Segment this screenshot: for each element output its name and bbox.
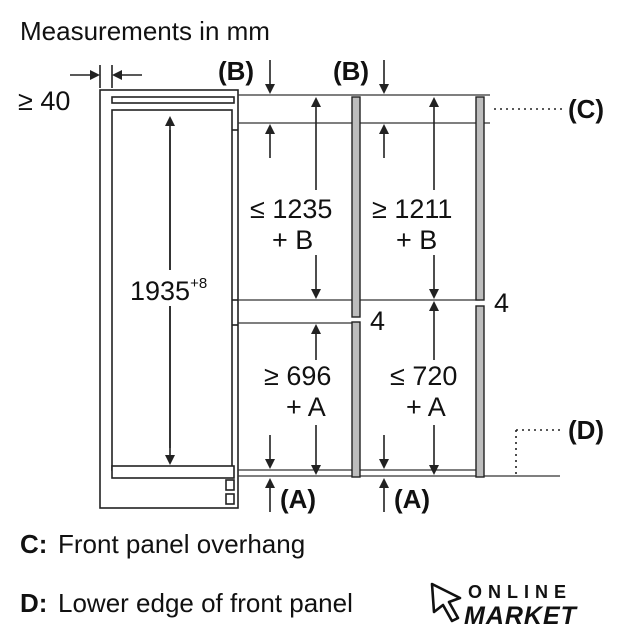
gap-right-label: 4 [494, 288, 509, 318]
legend-d-text: Lower edge of front panel [58, 588, 353, 618]
upper-right-label-1: ≥ 1211 [372, 194, 452, 224]
label-d: (D) [568, 415, 604, 445]
lower-left-label-1: ≥ 696 [264, 361, 331, 391]
lower-right-label-2: + A [406, 392, 446, 422]
lower-left-label-2: + A [286, 392, 326, 422]
total-height-label: 1935+8 [130, 275, 207, 306]
gap-left-label: 4 [370, 306, 385, 336]
upper-left-label-2: + B [272, 225, 313, 255]
min-gap-label: ≥ 40 [18, 86, 70, 116]
diagram-title: Measurements in mm [20, 16, 270, 46]
lower-right-label-1: ≤ 720 [390, 361, 457, 391]
top-gap-dimension [70, 65, 142, 88]
upper-right-label-2: + B [396, 225, 437, 255]
legend-c-key: C: [20, 529, 47, 559]
label-c: (C) [568, 94, 604, 124]
label-b-right: (B) [333, 56, 369, 86]
logo-line-1: ONLINE [468, 582, 572, 602]
label-a-right: (A) [394, 484, 430, 514]
logo-line-2: MARKET [464, 602, 579, 630]
upper-left-label-1: ≤ 1235 [250, 194, 332, 224]
b-arrows [265, 60, 389, 158]
cursor-logo-icon [430, 582, 462, 623]
a-arrows [265, 435, 389, 512]
legend-d-key: D: [20, 588, 47, 618]
d-leader [515, 429, 562, 474]
label-a-left: (A) [280, 484, 316, 514]
online-market-logo: ONLINE MARKET [430, 582, 579, 630]
label-b-left: (B) [218, 56, 254, 86]
legend-c-text: Front panel overhang [58, 529, 305, 559]
front-panels [351, 96, 485, 478]
reference-lines [238, 94, 560, 477]
